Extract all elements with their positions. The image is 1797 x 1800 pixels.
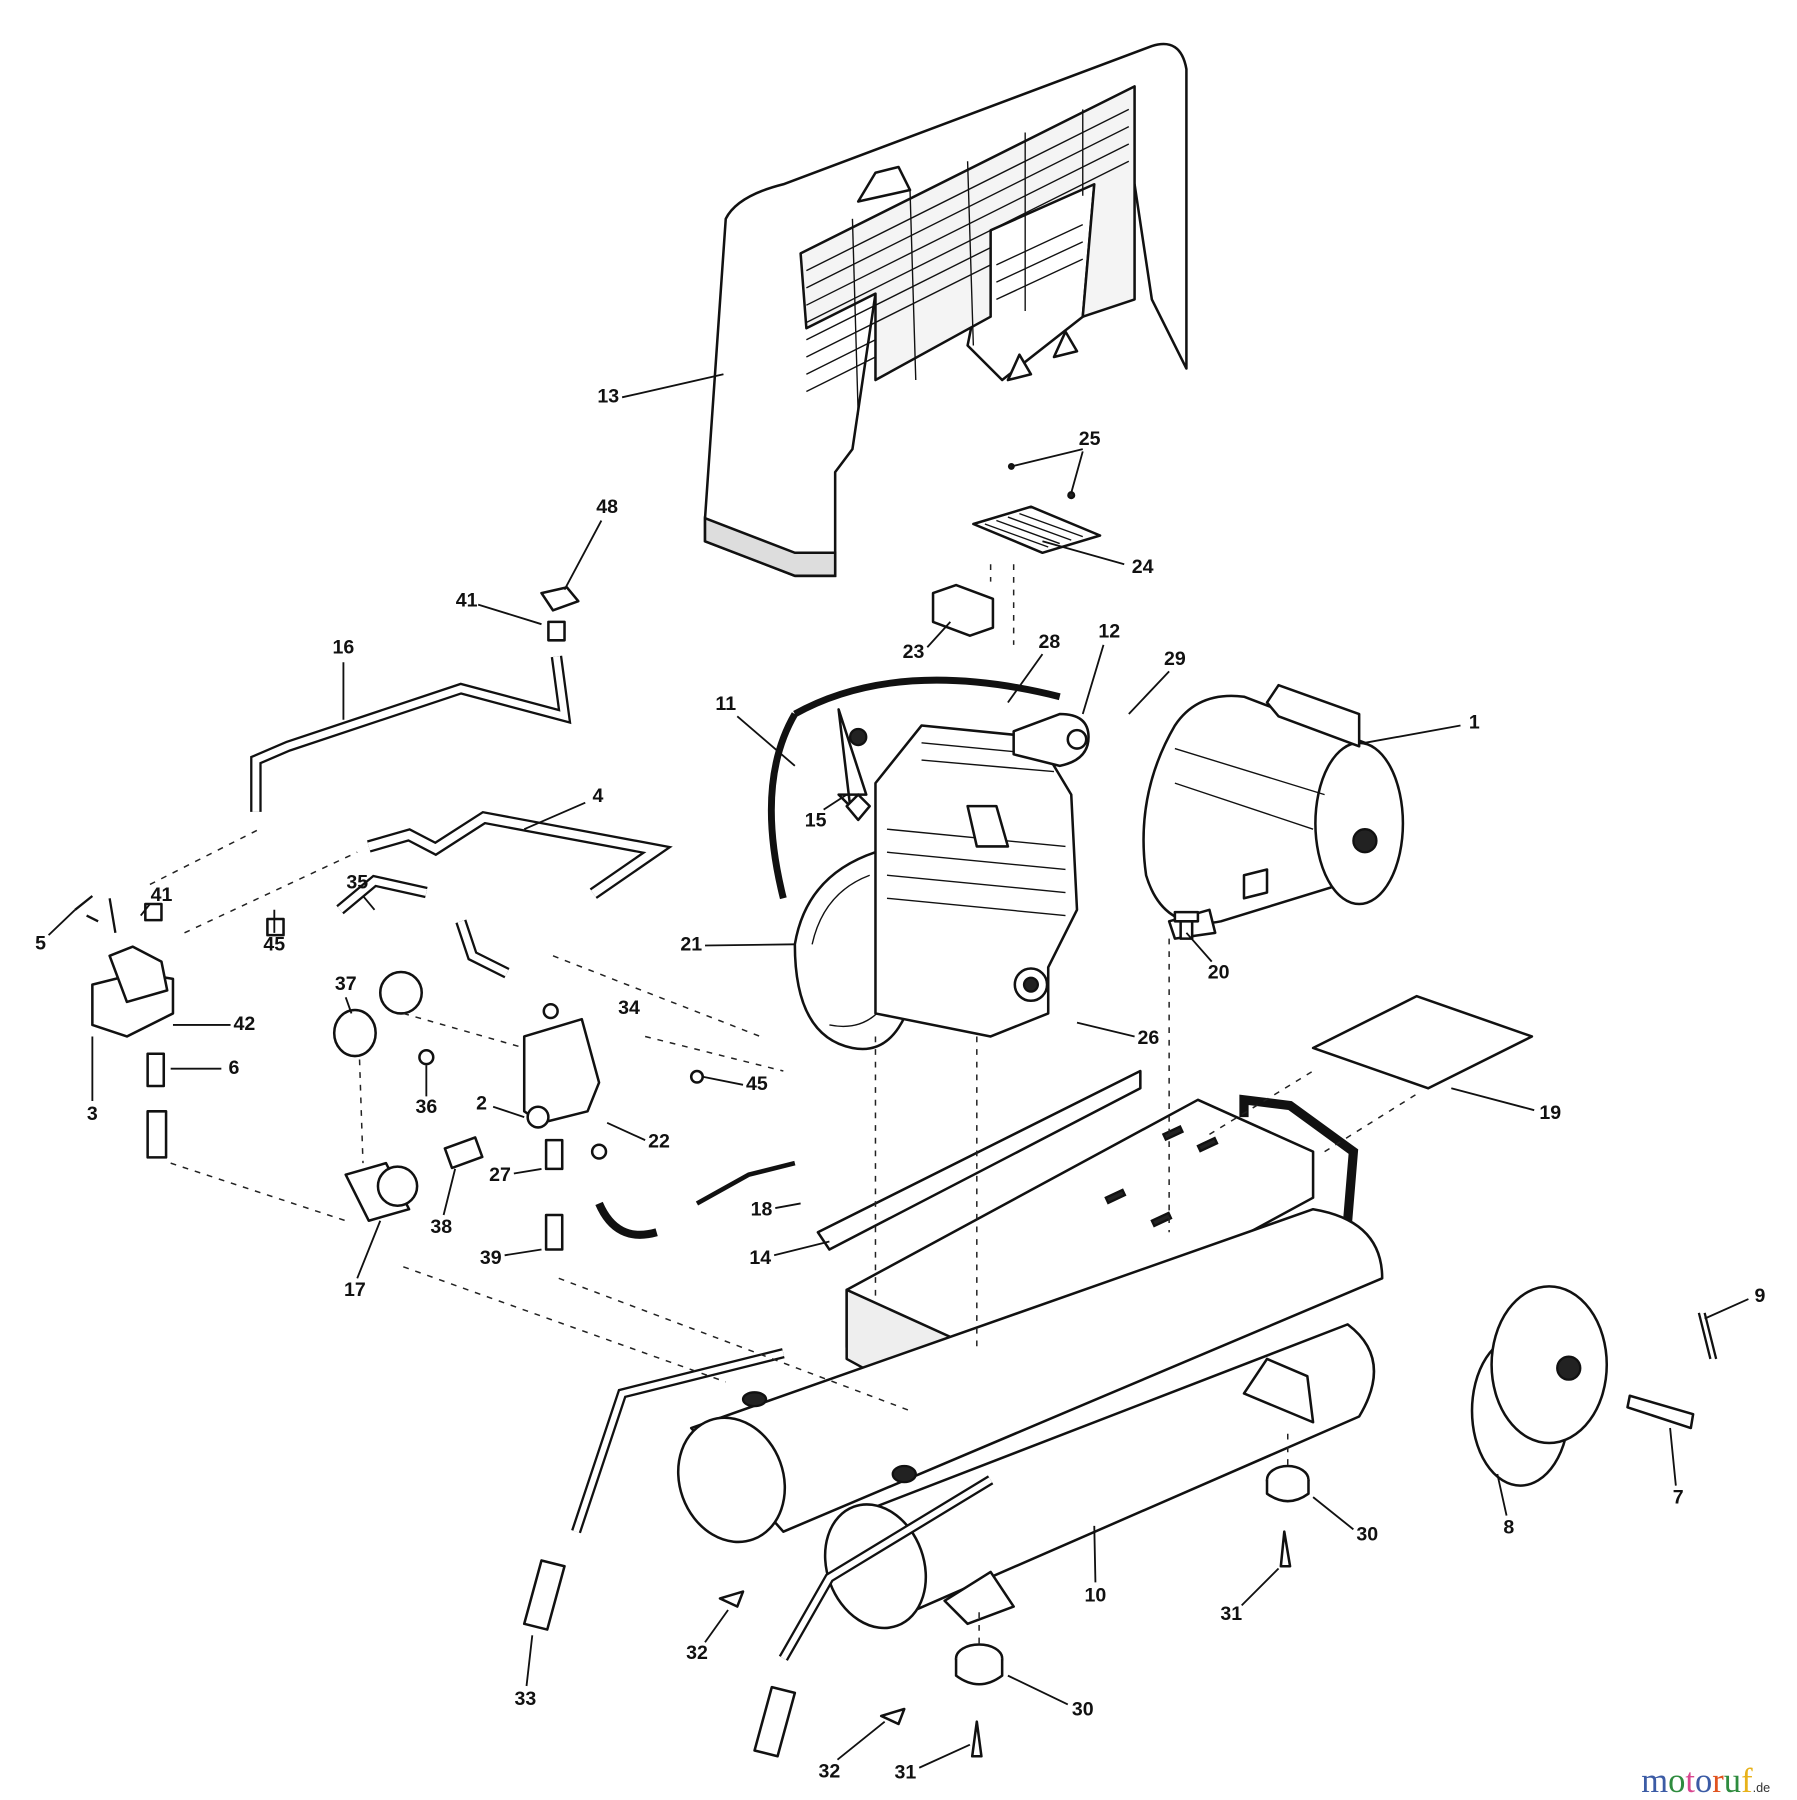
- callout-22: 22: [648, 1131, 670, 1153]
- watermark-letter: u: [1724, 1762, 1741, 1800]
- leader-lines: [47, 373, 1749, 1769]
- watermark-letter: m: [1641, 1762, 1668, 1800]
- callout-25: 25: [1079, 428, 1101, 450]
- watermark-letter: o: [1668, 1762, 1685, 1800]
- callout-37: 37: [335, 973, 357, 995]
- callout-27: 27: [489, 1164, 511, 1186]
- callout-42: 42: [233, 1013, 255, 1035]
- callout-7: 7: [1673, 1486, 1684, 1508]
- callout-26: 26: [1138, 1027, 1160, 1049]
- watermark-logo: motoruf.de: [1641, 1762, 1770, 1800]
- callout-18: 18: [751, 1199, 773, 1221]
- callout-31b: 31: [895, 1762, 917, 1784]
- watermark-suffix: .de: [1753, 1781, 1771, 1795]
- callout-17: 17: [344, 1279, 366, 1301]
- callout-21: 21: [680, 934, 702, 956]
- callout-33: 33: [514, 1688, 536, 1710]
- callout-30b: 30: [1072, 1698, 1094, 1720]
- callout-5: 5: [35, 933, 46, 955]
- watermark-letter: t: [1685, 1762, 1695, 1800]
- callout-38: 38: [430, 1216, 452, 1238]
- callout-24: 24: [1132, 556, 1154, 578]
- part-shroud: [703, 42, 1188, 578]
- callout-3: 3: [87, 1103, 98, 1125]
- callout-28: 28: [1038, 631, 1060, 653]
- callout-32b: 32: [819, 1761, 841, 1783]
- callout-34: 34: [618, 997, 640, 1019]
- callout-41b: 41: [151, 884, 173, 906]
- part-valves: [74, 895, 796, 1251]
- callout-2: 2: [476, 1093, 487, 1115]
- part-tanks: [522, 1207, 1384, 1758]
- callout-9: 9: [1754, 1285, 1765, 1307]
- part-wheel: [1470, 1285, 1718, 1487]
- callout-13: 13: [597, 385, 619, 407]
- watermark-letter: f: [1741, 1762, 1753, 1800]
- watermark-letter: r: [1712, 1762, 1724, 1800]
- callout-10: 10: [1085, 1584, 1107, 1606]
- callout-12: 12: [1098, 620, 1120, 642]
- callout-45b: 45: [746, 1073, 768, 1095]
- callout-23: 23: [903, 641, 925, 663]
- part-grille: [931, 462, 1102, 645]
- callout-labels: 13 25 24 48 41 16 23 28 12 29 11 1 15 4 …: [35, 385, 1765, 1783]
- callout-45: 45: [263, 934, 285, 956]
- callout-15: 15: [805, 809, 827, 831]
- callout-14: 14: [749, 1247, 771, 1269]
- callout-36: 36: [415, 1096, 437, 1118]
- callout-1: 1: [1469, 711, 1480, 733]
- callout-6: 6: [229, 1057, 240, 1079]
- callout-35: 35: [346, 871, 368, 893]
- part-cover-plate: [1311, 994, 1534, 1090]
- watermark-letter: o: [1695, 1762, 1712, 1800]
- part-feet: [718, 1464, 1310, 1758]
- assembly-lines: [149, 828, 1418, 1647]
- callout-20: 20: [1208, 961, 1230, 983]
- part-tubes: [250, 586, 673, 979]
- part-motor: [1142, 683, 1405, 940]
- callout-8: 8: [1503, 1516, 1514, 1538]
- callout-29: 29: [1164, 648, 1186, 670]
- callout-48: 48: [596, 496, 618, 518]
- callout-32: 32: [686, 1642, 708, 1664]
- callout-39: 39: [480, 1247, 502, 1269]
- callout-41: 41: [456, 589, 478, 611]
- callout-11: 11: [715, 693, 736, 715]
- part-pump: [837, 708, 1090, 1038]
- callout-16: 16: [333, 637, 355, 659]
- callout-4: 4: [592, 785, 603, 807]
- callout-31: 31: [1220, 1603, 1242, 1625]
- callout-19: 19: [1539, 1102, 1561, 1124]
- callout-30: 30: [1356, 1523, 1378, 1545]
